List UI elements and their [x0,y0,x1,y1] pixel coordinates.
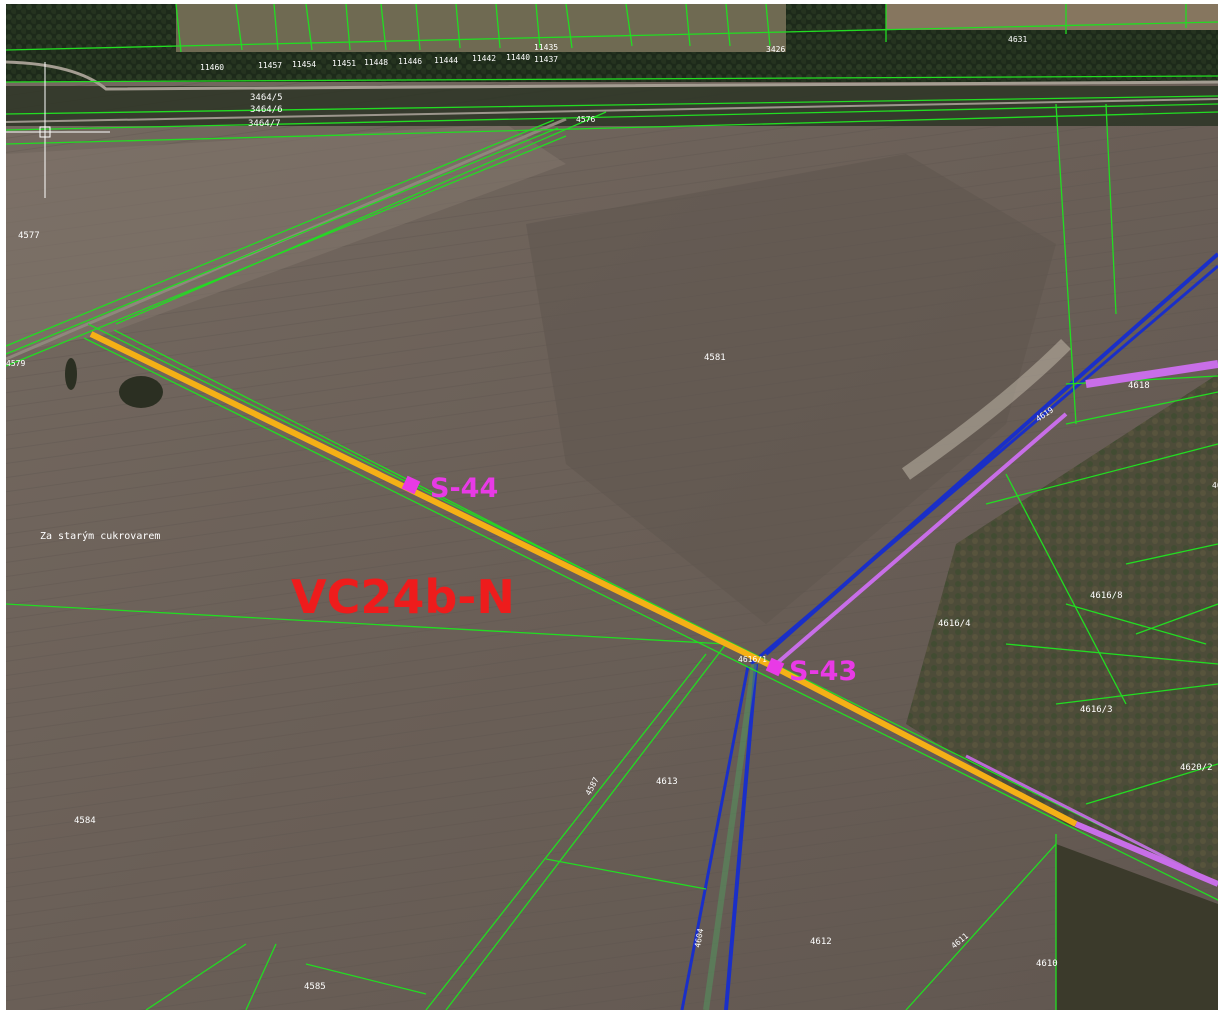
parcel-label: 4616/4 [938,619,971,629]
orthophoto-background [6,4,1218,1010]
map-canvas[interactable]: 4577 4581 4584 4585 4587 4610 4611 4612 … [6,4,1218,1010]
parcel-label: 4604 [693,928,705,949]
parcel-label: 4585 [304,982,326,992]
parcel-label: 46 [1212,481,1218,490]
parcel-label: 4618 [1128,381,1150,391]
crosshair-icon [6,62,110,198]
locality-label: Za starým cukrovarem [40,530,160,542]
parcel-label: 3464/7 [248,119,281,129]
parcel-label: 11460 [200,63,224,72]
cadastre-boundaries [6,4,1218,1010]
parcel-label: 11446 [398,57,422,66]
parcel-label: 3464/6 [250,105,283,115]
station-s44[interactable]: S-44 [401,473,499,504]
map-view[interactable]: 4577 4581 4584 4585 4587 4610 4611 4612 … [6,4,1218,1010]
route-corridor [89,331,1218,887]
parcel-label: 11454 [292,60,316,69]
parcel-label: 11457 [258,61,282,70]
station-s43[interactable]: S-43 [765,656,858,687]
parcel-label: 4620/2 [1180,763,1213,773]
station-marker-icon [401,475,421,495]
parcel-label: 11440 [506,53,530,62]
station-marker-icon [765,657,785,677]
station-label: S-43 [789,656,857,687]
route-label: VC24b-N [291,570,515,624]
parcel-label: 3464/5 [250,93,283,103]
parcel-label: 4613 [656,777,678,787]
parcel-label: 3426 [766,45,785,54]
railway-line [680,252,1218,1010]
parcel-label: 4584 [74,816,96,826]
parcel-label: 11448 [364,58,388,67]
station-label: S-44 [430,473,498,504]
parcel-label: 11451 [332,59,356,68]
parcel-label: 4577 [18,231,40,241]
parcel-label: 4616/3 [1080,705,1113,715]
parcel-label: 4576 [576,115,595,124]
parcel-label: 4616/8 [1090,591,1123,601]
parcel-label: 11437 [534,55,558,64]
parcel-label: 11435 [534,43,558,52]
parcel-label: 4612 [810,937,832,947]
parcel-label: 11444 [434,56,458,65]
parcel-label: 11442 [472,54,496,63]
parcel-label: 4631 [1008,35,1027,44]
parcel-label: 4581 [704,353,726,363]
parcel-label: 4616/1 [738,655,767,664]
parcel-label: 4610 [1036,959,1058,969]
parcel-label: 4579 [6,359,25,368]
